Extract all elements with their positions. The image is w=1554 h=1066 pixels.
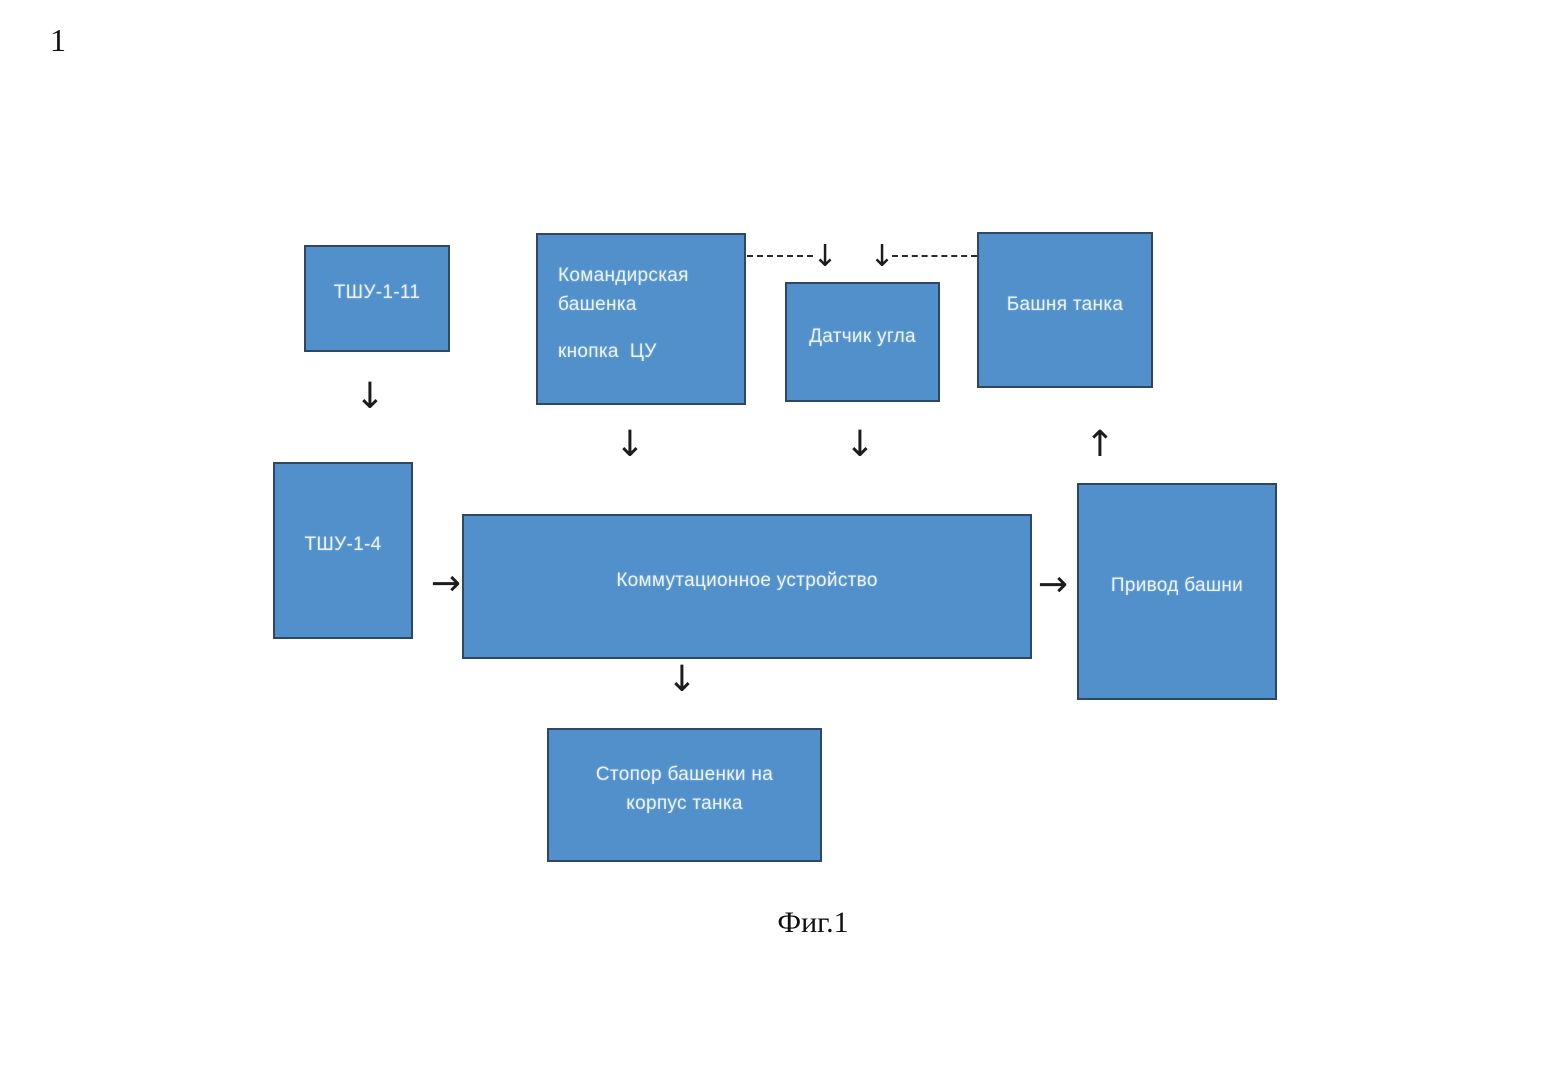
arrow-right-icon: →	[430, 563, 462, 604]
node-tank-turret-label: Башня танка	[1006, 293, 1124, 315]
arrow-down-icon: ↓	[869, 239, 895, 274]
dashed-connector-cupola-to-sensor	[747, 255, 813, 257]
arrow-down-icon: ↓	[354, 376, 386, 417]
node-turret-stopper: Стопор башенки на корпус танка	[547, 728, 822, 862]
arrow-down-icon: ↓	[614, 424, 646, 465]
node-angle-sensor-label: Датчик угла	[809, 325, 916, 347]
node-tshu-1-4: ТШУ-1-4	[273, 462, 413, 639]
node-turret-stopper-label-line2: корпус танка	[626, 793, 743, 814]
node-turret-drive-label: Привод башни	[1110, 575, 1244, 596]
node-commander-cupola-label-line3: кнопка ЦУ	[558, 341, 657, 362]
arrow-down-icon: ↓	[812, 239, 838, 274]
figure-caption: Фиг.1	[777, 906, 849, 939]
node-commander-cupola: Командирская башенка кнопка ЦУ	[536, 233, 746, 405]
page-number: 1	[50, 22, 66, 58]
node-turret-drive: Привод башни	[1077, 483, 1277, 700]
node-switching-device: Коммутационное устройство	[462, 514, 1032, 659]
node-tshu-1-11: ТШУ-1-11	[304, 245, 450, 352]
arrow-up-icon: ↑	[1084, 424, 1116, 465]
arrow-right-icon: →	[1037, 564, 1069, 605]
node-tank-turret: Башня танка	[977, 232, 1153, 388]
arrow-down-icon: ↓	[666, 659, 698, 700]
node-commander-cupola-label-line2: башенка	[558, 294, 637, 315]
dashed-connector-turret-to-sensor	[892, 255, 977, 257]
node-turret-stopper-label-line1: Стопор башенки на	[595, 764, 774, 785]
arrow-down-icon: ↓	[844, 424, 876, 465]
node-commander-cupola-label-line1: Командирская	[558, 265, 689, 286]
node-angle-sensor: Датчик угла	[785, 282, 940, 402]
node-switching-device-label: Коммутационное устройство	[616, 570, 878, 591]
node-tshu-1-4-label: ТШУ-1-4	[304, 534, 382, 555]
node-tshu-1-11-label: ТШУ-1-11	[333, 282, 421, 303]
